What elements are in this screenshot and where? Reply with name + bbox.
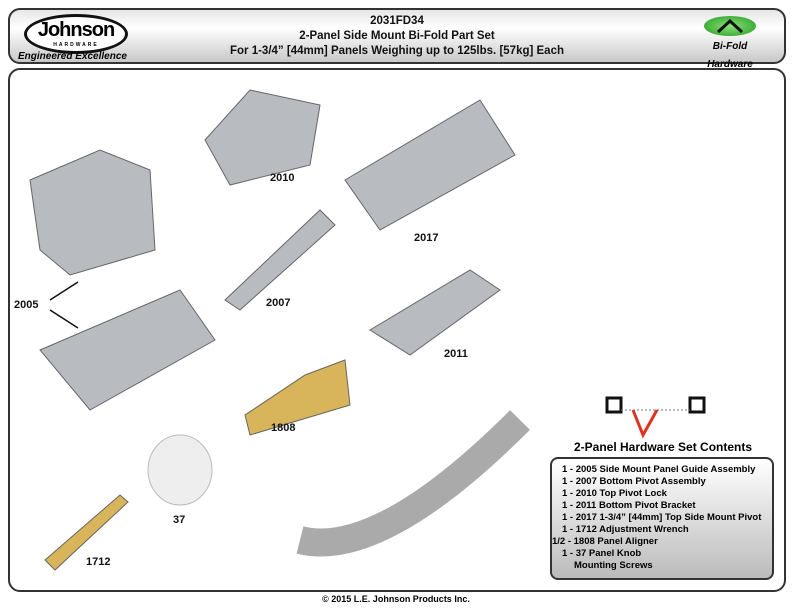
bifold-icon <box>704 16 756 36</box>
part-2005-guide <box>29 149 156 276</box>
list-item: 1/2 - 1808 Panel Aligner <box>552 536 658 547</box>
list-item: 1 - 2005 Side Mount Panel Guide Assembly <box>562 464 756 475</box>
list-item: Mounting Screws <box>574 560 653 571</box>
label-1712: 1712 <box>86 556 111 568</box>
model-number: 2031FD34 <box>370 15 424 27</box>
contents-list: 1 - 2005 Side Mount Panel Guide Assembly… <box>550 457 774 580</box>
list-item: 1 - 37 Panel Knob <box>562 548 642 559</box>
part-1808 <box>244 359 351 436</box>
list-item: 1 - 2011 Bottom Pivot Bracket <box>562 500 696 511</box>
bifold-badge: Bi-Fold Hardware <box>690 16 770 72</box>
page-subtitle: For 1-3/4” [44mm] Panels Weighing up to … <box>229 45 564 57</box>
list-item: 1 - 2017 1-3/4” [44mm] Top Side Mount Pi… <box>562 512 762 523</box>
brand: Johnson <box>37 19 115 41</box>
label-2010: 2010 <box>270 172 295 184</box>
part-2005-bracket <box>39 289 216 411</box>
part-2010 <box>204 89 321 186</box>
title-block: 2031FD34 2-Panel Side Mount Bi-Fold Part… <box>10 14 784 59</box>
copyright: © 2015 L.E. Johnson Products Inc. <box>322 594 470 604</box>
label-2017: 2017 <box>414 232 439 244</box>
list-item: 1 - 2007 Bottom Pivot Assembly <box>562 476 706 487</box>
label-37: 37 <box>173 514 186 526</box>
part-37-knob <box>147 434 213 506</box>
list-item: 1 - 1712 Adjustment Wrench <box>562 524 689 535</box>
contents-title: 2-Panel Hardware Set Contents <box>573 440 753 454</box>
tagline: Engineered Excellence <box>18 51 127 62</box>
part-1712 <box>44 494 129 571</box>
label-2007: 2007 <box>266 297 291 309</box>
mounting-screws <box>296 410 530 557</box>
label-2005: 2005 <box>14 299 39 311</box>
label-1808: 1808 <box>271 422 296 434</box>
part-2007 <box>224 209 336 311</box>
part-2011 <box>369 269 501 356</box>
list-item: 1 - 2010 Top Pivot Lock <box>562 488 667 499</box>
page-title: 2-Panel Side Mount Bi-Fold Part Set <box>299 30 495 42</box>
part-2017 <box>344 99 516 231</box>
brand-sub: HARDWARE <box>53 42 99 48</box>
category-label: Bi-Fold Hardware <box>707 41 753 70</box>
panel-diagram-icon <box>605 396 706 439</box>
label-2011: 2011 <box>444 348 468 360</box>
